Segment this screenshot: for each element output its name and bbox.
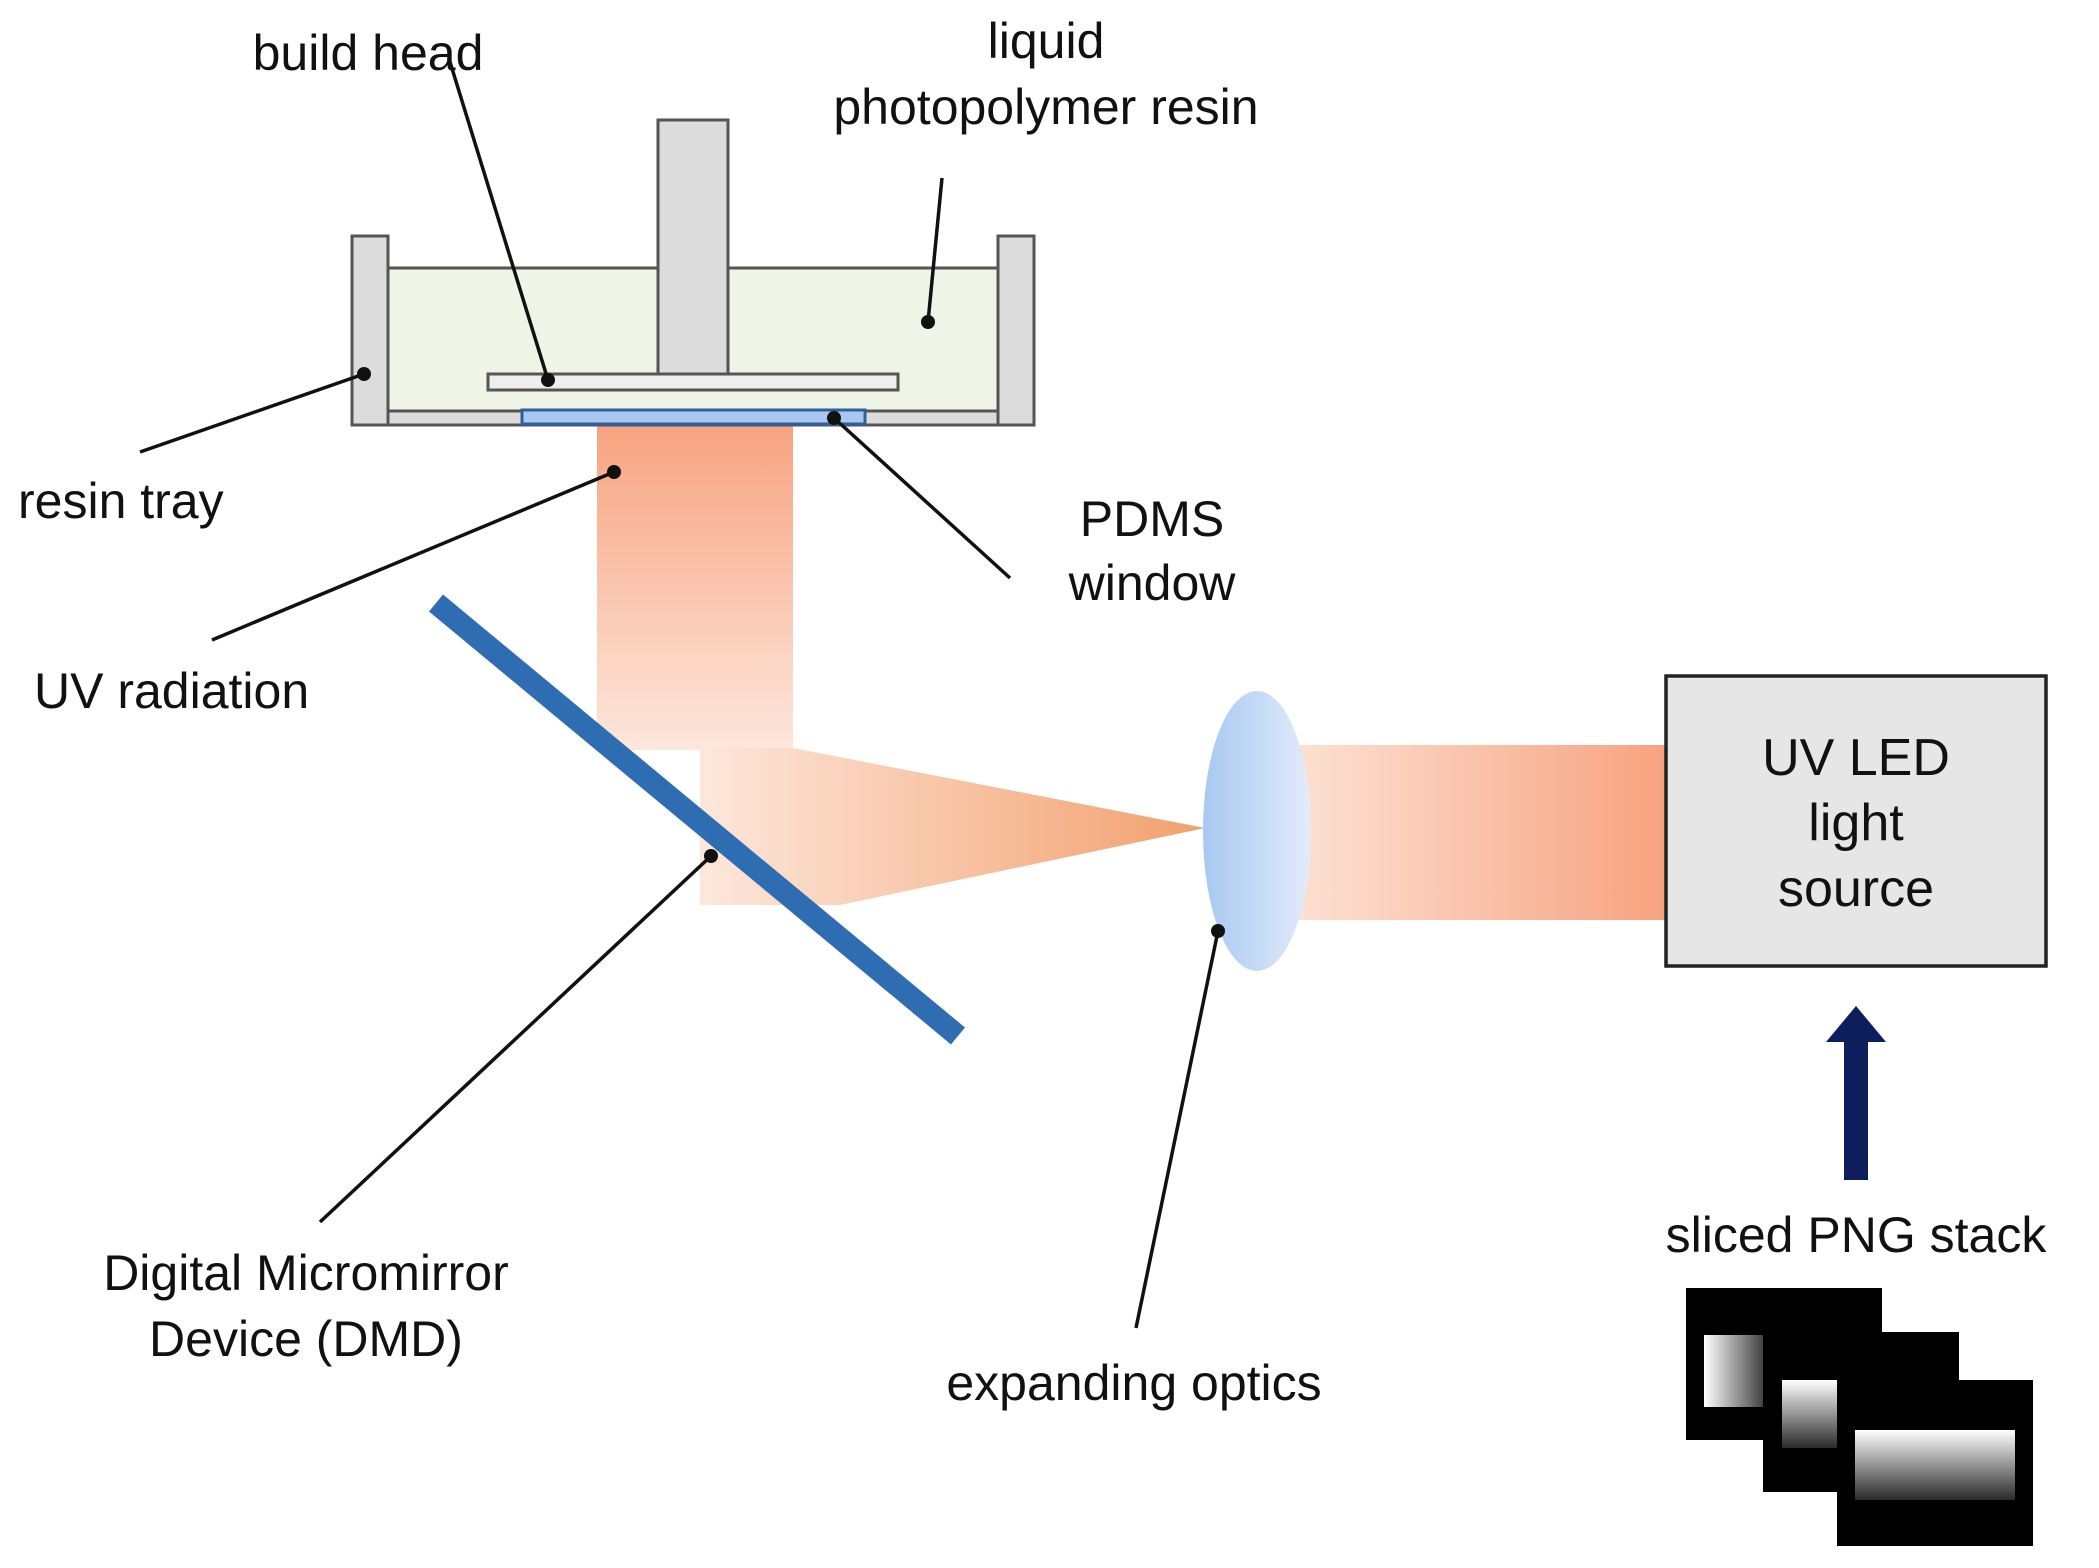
led-label-line3: source	[1778, 860, 1934, 918]
uv-led-light-source-box	[1664, 674, 2048, 968]
pdms-window	[520, 408, 867, 426]
label-png-stack: sliced PNG stack	[1666, 1207, 2048, 1263]
resin-tray	[350, 118, 1036, 427]
expanding-optics-lens	[1203, 691, 1311, 971]
uv-beam	[597, 420, 1668, 920]
png-stack	[1686, 1288, 2033, 1546]
tray-wall-left	[350, 234, 390, 427]
tray-wall-right	[996, 234, 1036, 427]
uv-beam-vertical	[597, 420, 793, 750]
label-expanding-optics: expanding optics	[946, 1355, 1321, 1411]
leader-lines	[139, 61, 1225, 1329]
led-label-line1: UV LED	[1762, 729, 1950, 787]
label-uv-radiation: UV radiation	[34, 663, 309, 719]
build-head-shaft	[656, 118, 730, 376]
label-dmd-line2: Device (DMD)	[149, 1311, 463, 1367]
dmd-mirror	[428, 594, 966, 1045]
led-label-line2: light	[1808, 794, 1904, 852]
up-arrow	[1826, 1006, 1886, 1180]
label-pdms-line2: window	[1068, 555, 1237, 611]
uv-beam-fan	[700, 748, 1205, 905]
label-build-head: build head	[253, 25, 484, 81]
label-resin-line2: photopolymer resin	[833, 79, 1258, 135]
build-head-plate	[486, 372, 900, 392]
label-dmd-line1: Digital Micromirror	[103, 1245, 509, 1301]
label-resin-tray: resin tray	[18, 473, 224, 529]
uv-beam-from-source	[1258, 745, 1668, 920]
label-resin-line1: liquid	[988, 13, 1105, 69]
label-pdms-line1: PDMS	[1080, 491, 1224, 547]
